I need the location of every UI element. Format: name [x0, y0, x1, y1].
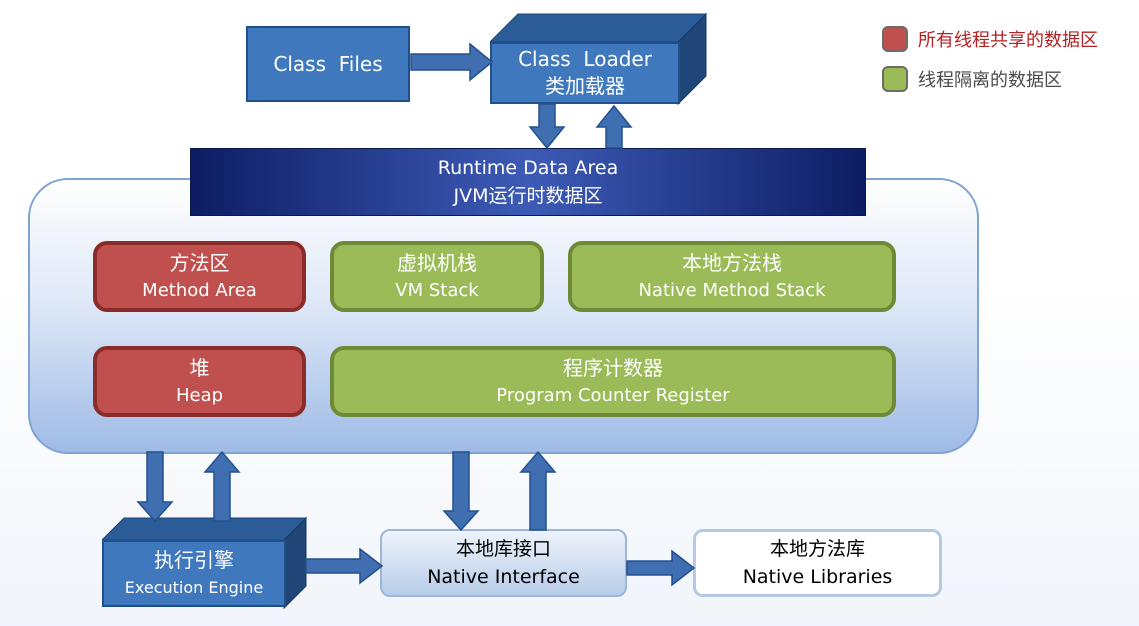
pc-register-cn: 程序计数器	[563, 355, 663, 380]
native-interface-cn: 本地库接口	[455, 538, 551, 560]
execution-engine-en: Execution Engine	[124, 577, 264, 597]
runtime-title: Runtime Data Area	[437, 157, 619, 179]
arrow-engine-to-runtime	[203, 450, 241, 522]
runtime-subtitle: JVM运行时数据区	[453, 185, 603, 207]
arrow-loader-to-runtime	[528, 103, 566, 150]
arrow-runtime-to-native-interface	[442, 451, 480, 532]
native-method-stack-cn: 本地方法栈	[682, 250, 782, 275]
vm-stack-en: VM Stack	[395, 279, 479, 301]
arrow-native-interface-to-libraries	[626, 549, 696, 587]
class-loader-3d-faces	[490, 12, 708, 106]
heap-en: Heap	[175, 384, 224, 406]
legend-shared-label: 所有线程共享的数据区	[918, 30, 1098, 51]
native-method-stack-area: 本地方法栈 Native Method Stack	[568, 241, 896, 312]
legend-shared-swatch	[882, 26, 908, 52]
legend-isolated-label: 线程隔离的数据区	[918, 70, 1062, 91]
heap-area: 堆 Heap	[93, 346, 306, 417]
arrow-engine-to-native-interface	[305, 547, 384, 585]
native-interface-en: Native Interface	[427, 566, 580, 588]
arrow-native-interface-to-runtime	[519, 450, 557, 531]
arrow-runtime-to-engine	[136, 451, 174, 523]
execution-engine-cn: 执行引擎	[154, 547, 234, 572]
legend-isolated: 线程隔离的数据区	[882, 66, 1062, 92]
native-libraries-box: 本地方法库 Native Libraries	[693, 529, 942, 597]
execution-engine-front: 执行引擎 Execution Engine	[102, 540, 286, 607]
pc-register-en: Program Counter Register	[496, 384, 730, 406]
arrow-classfiles-to-loader	[410, 42, 494, 82]
native-interface-box: 本地库接口 Native Interface	[380, 529, 627, 597]
legend-isolated-swatch	[882, 66, 908, 92]
class-loader-front: Class Loader 类加载器	[490, 42, 680, 104]
class-loader-subtitle: 类加载器	[545, 74, 625, 98]
class-files-label: Class Files	[273, 52, 383, 76]
runtime-data-area-banner: Runtime Data Area JVM运行时数据区	[190, 148, 866, 216]
method-area-cn: 方法区	[169, 250, 230, 275]
arrow-runtime-to-loader	[595, 104, 633, 149]
class-loader-title: Class Loader	[518, 47, 652, 71]
native-libraries-en: Native Libraries	[742, 566, 893, 588]
vm-stack-cn: 虚拟机栈	[397, 250, 477, 275]
method-area: 方法区 Method Area	[93, 241, 306, 312]
method-area-en: Method Area	[142, 279, 257, 301]
program-counter-register-area: 程序计数器 Program Counter Register	[330, 346, 896, 417]
vm-stack-area: 虚拟机栈 VM Stack	[330, 241, 544, 312]
class-files-box: Class Files	[246, 26, 410, 102]
native-method-stack-en: Native Method Stack	[638, 279, 826, 301]
heap-cn: 堆	[189, 355, 210, 380]
legend-shared: 所有线程共享的数据区	[882, 26, 1098, 52]
native-libraries-cn: 本地方法库	[769, 538, 865, 560]
